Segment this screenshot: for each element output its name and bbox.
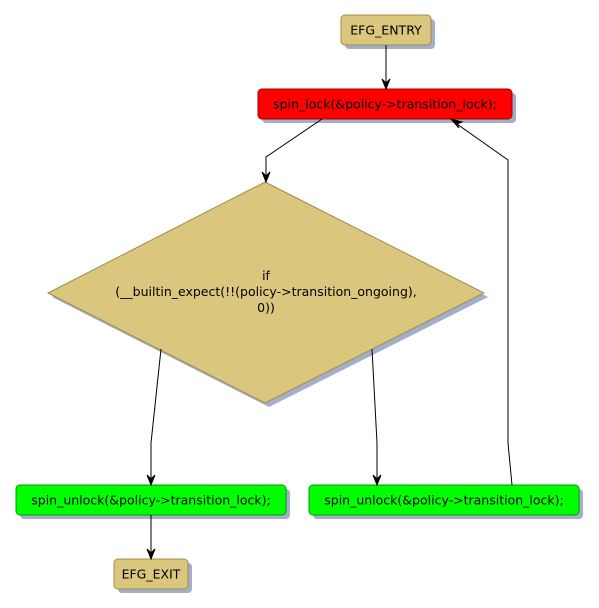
- edges: [146, 45, 513, 561]
- exit-label: EFG_EXIT: [122, 567, 181, 582]
- arrowhead-entry-to-lock: [381, 78, 391, 91]
- edge-decision-to-unlock-left: [150, 348, 162, 478]
- decision-node: if (__builtin_expect(!!(policy->transiti…: [46, 181, 488, 407]
- arrowhead-decision-to-unlock-right: [372, 474, 382, 487]
- decision-label-line-1: if: [262, 268, 270, 283]
- edge-decision-to-unlock-right: [371, 348, 378, 478]
- edge-unlock-right-to-lock: [456, 123, 513, 486]
- decision-label-line-3: 0)): [257, 300, 275, 315]
- arrowhead-decision-to-unlock-left: [146, 474, 156, 487]
- edge-lock-to-decision: [265, 118, 323, 176]
- decision-label-line-2: (__builtin_expect(!!(policy->transition_…: [115, 284, 416, 299]
- exit-node: EFG_EXIT: [113, 558, 192, 593]
- spin-unlock-right-label: spin_unlock(&policy->transition_lock);: [324, 493, 563, 508]
- arrowhead-unlock-right-to-lock: [449, 118, 464, 129]
- spin-unlock-right-node: spin_unlock(&policy->transition_lock);: [308, 484, 583, 519]
- spin-lock-node: spin_lock(&policy->transition_lock);: [257, 88, 516, 123]
- arrowhead-lock-to-decision: [261, 171, 271, 184]
- entry-node: EFG_ENTRY: [340, 14, 435, 49]
- spin-unlock-left-node: spin_unlock(&policy->transition_lock);: [15, 484, 290, 519]
- spin-unlock-left-label: spin_unlock(&policy->transition_lock);: [31, 493, 270, 508]
- arrowhead-unlock-left-to-exit: [146, 548, 156, 561]
- spin-lock-label: spin_lock(&policy->transition_lock);: [273, 97, 497, 112]
- entry-label: EFG_ENTRY: [350, 23, 422, 38]
